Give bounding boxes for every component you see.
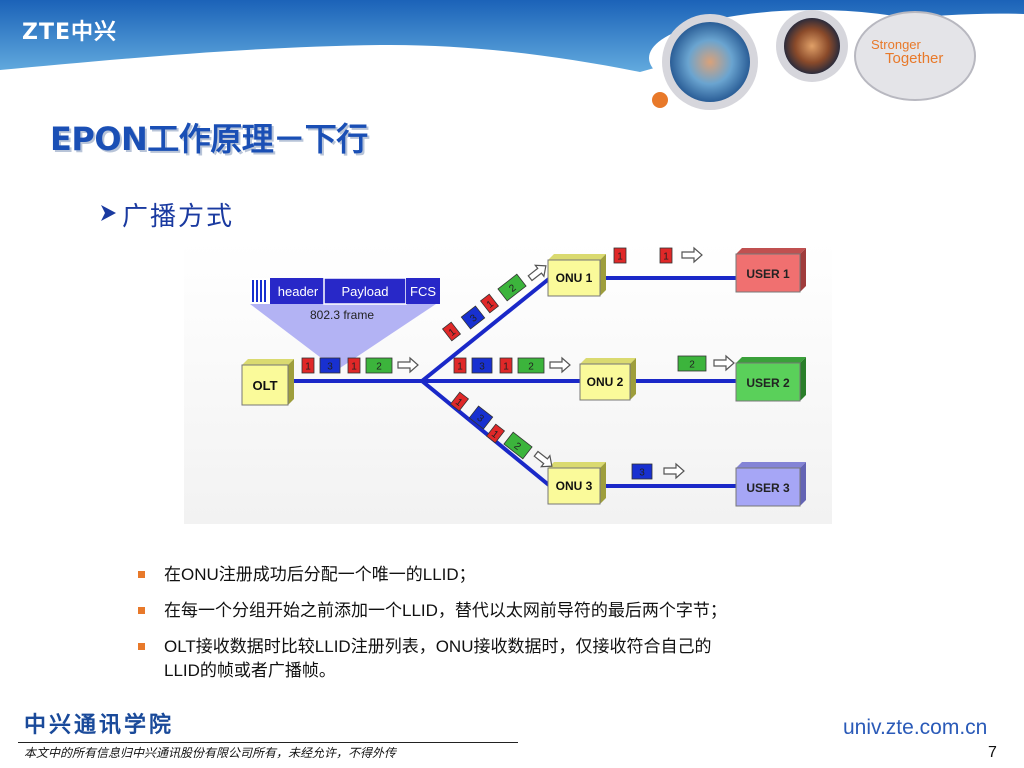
packet-number: 3 xyxy=(479,362,485,373)
packet-number: 1 xyxy=(485,298,497,310)
bullet-square-icon xyxy=(138,643,145,650)
user-2-node: USER 2 xyxy=(735,357,806,402)
user-3-node: USER 3 xyxy=(735,462,806,507)
onu-1-label: ONU 1 xyxy=(556,271,593,285)
subtitle: 广播方式 xyxy=(122,202,235,232)
olt-label: OLT xyxy=(252,378,277,393)
onu-2-node: ONU 2 xyxy=(579,358,636,401)
bullet-item: 在ONU注册成功后分配一个唯一的LLID； xyxy=(136,563,936,587)
direction-arrow-icon xyxy=(533,450,553,468)
packet-number: 1 xyxy=(503,362,509,373)
bullet-arrow-icon xyxy=(101,205,116,221)
epon-downstream-diagram: header Payload FCS 802.3 frame OLT ONU xyxy=(184,242,832,524)
fiber-lines xyxy=(290,276,736,488)
bullet-text: 在每一个分组开始之前添加一个LLID，替代以太网前导符的最后两个字节； xyxy=(164,601,727,620)
packet-number: 1 xyxy=(351,362,357,373)
onu-1-node: ONU 1 xyxy=(547,254,606,297)
packet-1: 1 xyxy=(499,357,513,374)
packet-number: 1 xyxy=(617,252,623,263)
onu-3-node: ONU 3 xyxy=(547,462,606,505)
header-band xyxy=(0,0,1024,110)
stronger-together-tagline: Stronger Together xyxy=(871,37,971,67)
packet-3: 3 xyxy=(460,305,486,330)
packet-1: 1 xyxy=(613,247,627,264)
packet-number: 3 xyxy=(468,312,480,324)
photo-circle-left xyxy=(670,22,750,102)
packet-2: 2 xyxy=(517,357,545,374)
packet-1: 1 xyxy=(453,357,467,374)
frame-projection xyxy=(250,304,436,370)
footer-school-name: 中兴通讯学院 xyxy=(24,712,175,738)
onu-3-label: ONU 3 xyxy=(556,479,593,493)
bullet-square-icon xyxy=(138,607,145,614)
olt-node: OLT xyxy=(241,359,294,406)
user-3-label: USER 3 xyxy=(746,481,790,495)
packet-3: 3 xyxy=(471,357,493,374)
packet-1: 1 xyxy=(347,357,361,374)
tagline-line2: Together xyxy=(885,50,944,67)
packet-number: 1 xyxy=(457,362,463,373)
bullet-text: OLT接收数据时比较LLID注册列表，ONU接收数据时，仅接收符合自己的 xyxy=(164,637,712,656)
footer-copyright: 本文中的所有信息归中兴通讯股份有限公司所有，未经允许，不得外传 xyxy=(24,746,397,760)
orange-dot xyxy=(652,92,668,108)
frame-caption: 802.3 frame xyxy=(310,308,374,322)
page-title: EPON工作原理－下行 xyxy=(50,120,368,158)
packet-number: 3 xyxy=(639,468,645,479)
packet-number: 2 xyxy=(689,360,695,371)
packet-number: 2 xyxy=(376,362,382,373)
bullet-text: LLID的帧或者广播帧。 xyxy=(164,661,336,680)
packet-2: 2 xyxy=(503,431,533,460)
onu-2-label: ONU 2 xyxy=(587,375,624,389)
direction-arrow-icon xyxy=(681,246,703,264)
packet-number: 1 xyxy=(305,362,311,373)
frame-field-payload: Payload xyxy=(342,284,389,299)
direction-arrow-icon xyxy=(397,356,419,374)
packet-number: 3 xyxy=(327,362,333,373)
frame-bar: header Payload FCS xyxy=(250,277,440,305)
packet-1: 1 xyxy=(659,247,673,264)
direction-arrow-icon xyxy=(527,264,547,282)
footer-divider xyxy=(18,742,518,743)
packet-1: 1 xyxy=(449,391,470,412)
packet-1: 1 xyxy=(485,423,506,444)
frame-field-header: header xyxy=(278,284,319,299)
user-1-label: USER 1 xyxy=(746,267,790,281)
zte-logo: ZTE中兴 xyxy=(22,20,117,45)
packet-number: 1 xyxy=(453,397,465,409)
bullet-text: 在ONU注册成功后分配一个唯一的LLID； xyxy=(164,565,476,584)
packet-number: 1 xyxy=(447,326,459,338)
tagline-line1: Stronger xyxy=(871,37,921,52)
packet-3: 3 xyxy=(468,405,494,430)
packet-2: 2 xyxy=(497,273,527,302)
packet-3: 3 xyxy=(319,357,341,374)
packet-number: 1 xyxy=(663,252,669,263)
packet-1: 1 xyxy=(441,321,462,342)
packet-number: 2 xyxy=(528,362,534,373)
bullet-item: OLT接收数据时比较LLID注册列表，ONU接收数据时，仅接收符合自己的 LLID… xyxy=(136,635,936,683)
packet-1: 1 xyxy=(479,293,500,314)
packet-3: 3 xyxy=(631,463,653,480)
packet-1: 1 xyxy=(301,357,315,374)
packet-number: 2 xyxy=(511,441,523,453)
user-1-node: USER 1 xyxy=(735,248,806,293)
user-2-label: USER 2 xyxy=(746,376,790,390)
direction-arrow-icon xyxy=(663,462,685,480)
bullet-item: 在每一个分组开始之前添加一个LLID，替代以太网前导符的最后两个字节； xyxy=(136,599,936,623)
page-number: 7 xyxy=(988,744,997,761)
direction-arrow-icon xyxy=(549,356,571,374)
frame-field-fcs: FCS xyxy=(410,284,436,299)
packet-number: 3 xyxy=(474,413,486,425)
packet-2: 2 xyxy=(365,357,393,374)
bullet-square-icon xyxy=(138,571,145,578)
direction-arrow-icon xyxy=(713,354,735,372)
packet-2: 2 xyxy=(677,355,707,372)
photo-circle-right xyxy=(784,18,840,74)
packet-number: 1 xyxy=(489,429,501,441)
packet-number: 2 xyxy=(507,282,519,294)
footer-url: univ.zte.com.cn xyxy=(843,716,988,739)
bullet-list: 在ONU注册成功后分配一个唯一的LLID； 在每一个分组开始之前添加一个LLID，… xyxy=(136,563,936,695)
